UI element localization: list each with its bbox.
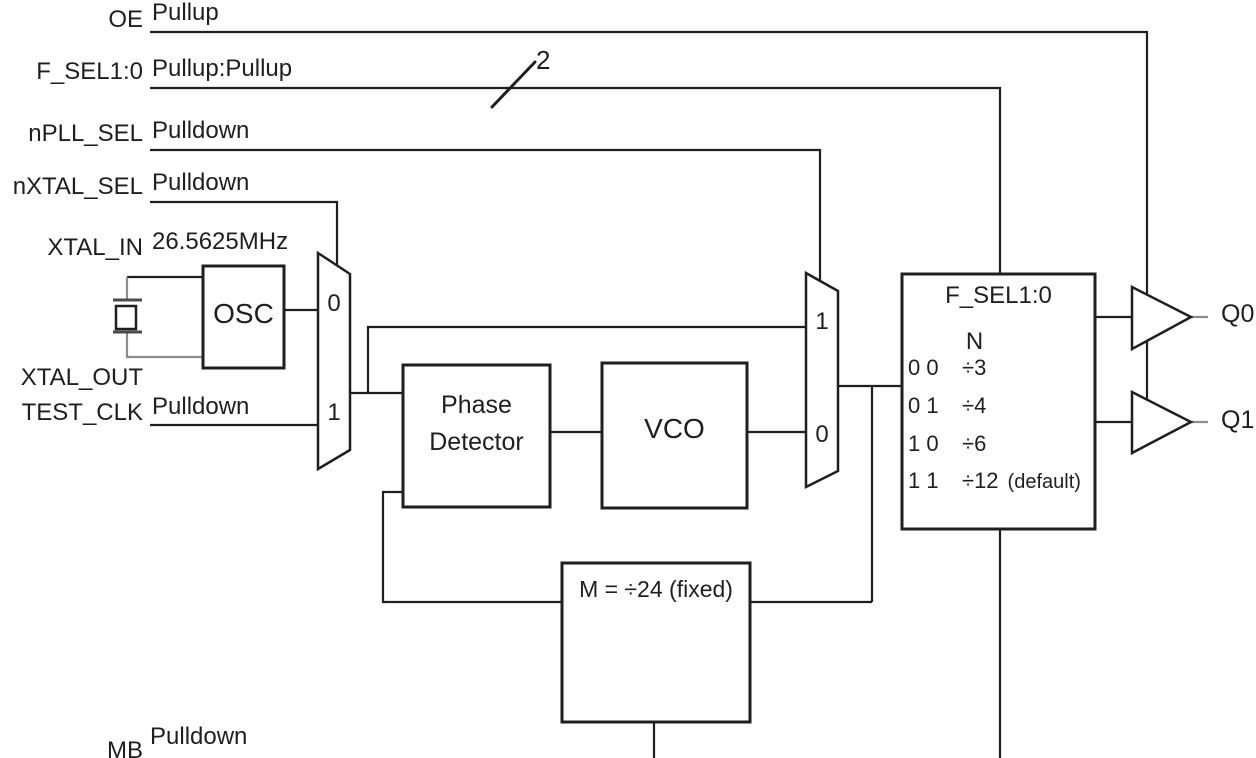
n-row-bits: 0 1 xyxy=(908,393,939,418)
n-row-value: ÷3 xyxy=(962,356,995,381)
mux1-input-0-label: 0 xyxy=(327,290,341,317)
n-divider-column-header: N xyxy=(965,328,984,355)
wire-q-stubs xyxy=(1191,315,1208,424)
osc-label: OSC xyxy=(213,298,274,329)
annotation-mb-pulldown: Pulldown xyxy=(150,723,248,750)
pin-xtal-out: XTAL_OUT xyxy=(20,364,143,391)
n-row-divide: ÷12 xyxy=(962,468,999,493)
vco-box xyxy=(600,361,749,510)
wire-feedback xyxy=(381,386,874,604)
n-row-note: (default) xyxy=(1007,471,1081,493)
phase-detector-box xyxy=(401,363,552,509)
wire-crystal-loop xyxy=(125,277,203,359)
n-row-value: ÷12 (default) xyxy=(962,469,1081,494)
n-row-divide: ÷3 xyxy=(962,355,987,380)
output-q1-label: Q1 xyxy=(1221,406,1255,434)
pin-npll-sel: nPLL_SEL xyxy=(28,120,143,147)
output-q0-label: Q0 xyxy=(1221,300,1255,328)
mux1-symbol xyxy=(316,250,352,472)
osc-box xyxy=(201,264,286,370)
n-row-bits: 1 1 xyxy=(908,468,939,493)
mux2-input-1-label: 1 xyxy=(815,308,829,335)
annotation-testclk-pulldown: Pulldown xyxy=(152,393,250,420)
q0-buffer-icon xyxy=(1130,284,1194,352)
annotation-nxtal-pulldown: Pulldown xyxy=(152,169,250,196)
n-row-bits: 1 0 xyxy=(908,431,939,456)
pin-mb: MB xyxy=(107,737,143,758)
mux2-input-0-label: 0 xyxy=(815,421,829,448)
bus-width-slash-icon xyxy=(490,60,537,109)
pin-f-sel: F_SEL1:0 xyxy=(36,58,143,85)
annotation-xtal-frequency: 26.5625MHz xyxy=(152,228,289,255)
n-divider-title: F_SEL1:0 xyxy=(945,282,1052,309)
wire-oe xyxy=(150,30,1149,400)
n-divider-box xyxy=(900,272,1097,531)
pin-oe: OE xyxy=(108,6,143,33)
wire-fsel-bus xyxy=(150,86,1002,274)
n-row-value: ÷4 xyxy=(962,394,995,419)
phase-detector-label-line1: Phase xyxy=(441,391,512,419)
pin-xtal-in: XTAL_IN xyxy=(47,234,143,261)
n-row-divide: ÷6 xyxy=(962,431,987,456)
n-row-divide: ÷4 xyxy=(962,393,987,418)
annotation-npll-pulldown: Pulldown xyxy=(152,117,250,144)
mux1-input-1-label: 1 xyxy=(327,399,341,426)
pin-nxtal-sel: nXTAL_SEL xyxy=(12,173,143,200)
pin-test-clk: TEST_CLK xyxy=(21,399,143,426)
n-row-value: ÷6 xyxy=(962,432,995,457)
mux2-symbol xyxy=(804,270,840,490)
wire-npll-sel xyxy=(150,148,822,281)
n-row-bits: 0 0 xyxy=(908,355,939,380)
phase-detector-label: Phase Detector xyxy=(403,387,550,461)
wire-pll-bypass xyxy=(366,325,806,393)
m-divider-box xyxy=(560,561,752,724)
phase-detector-label-line2: Detector xyxy=(429,428,524,456)
wire-nxtal-sel xyxy=(150,200,339,266)
bus-width-label: 2 xyxy=(536,45,551,75)
annotation-fsel-pullup: Pullup:Pullup xyxy=(152,55,293,82)
crystal-plates xyxy=(113,298,142,334)
crystal-symbol xyxy=(114,304,138,331)
m-divider-label: M = ÷24 (fixed) xyxy=(579,576,733,602)
q1-buffer-icon xyxy=(1130,389,1194,456)
annotation-oe-pullup: Pullup xyxy=(152,0,219,26)
vco-label: VCO xyxy=(644,413,705,444)
